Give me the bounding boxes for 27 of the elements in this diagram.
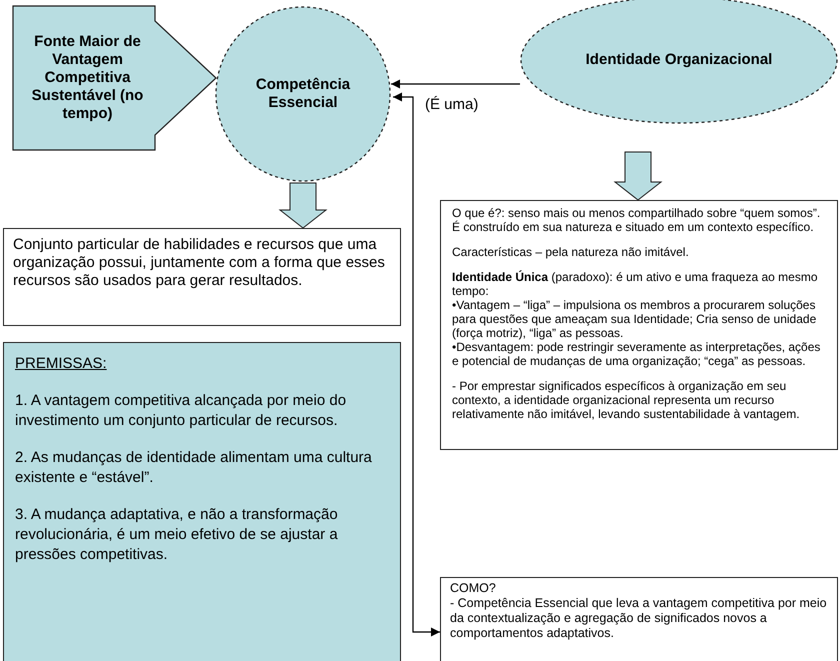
- paragraph: •Vantagem – “liga” – impulsiona os membros a procurarem soluções para questões que ameaçam sua Identidade; Cria senso de unidade (força motriz), “liga” as pessoas.: [452, 298, 818, 340]
- premises-panel: [3, 342, 401, 661]
- block-arrow-shape: [12, 5, 217, 151]
- text-box: [440, 200, 838, 450]
- text-box: [440, 577, 838, 661]
- paragraph: 1. A vantagem competitiva alcançada por meio do investimento um conjunto particular de recursos.: [15, 391, 348, 431]
- paragraph: - Competência Essencial que leva a vantagem competitiva por meio da contextualização e agregação de significados novos a comportamentos adaptativos.: [450, 596, 828, 641]
- edge-label: (É uma): [424, 96, 480, 113]
- paragraph: Conjunto particular de habilidades e recursos que uma organização possui, juntamente com a forma que esses recursos são usados para gerar resultados.: [13, 236, 386, 290]
- heading: PREMISSAS:: [15, 354, 108, 374]
- paragraph: - Por emprestar significados específicos à organização em seu contexto, a identidade organizacional representa um recurso relativamente não imitável, levando sustentabilidade à vantagem.: [452, 379, 801, 421]
- paragraph: Identidade Única (paradoxo): é um ativo e uma fraqueza ao mesmo tempo:: [452, 270, 818, 298]
- block-arrow: [614, 152, 662, 201]
- arrow: [391, 80, 520, 88]
- text-box: [3, 228, 401, 326]
- node-label: Identidade Organizacional: [586, 51, 772, 69]
- paragraph: COMO?: [450, 581, 497, 596]
- paragraph: Características – pela natureza não imitável.: [452, 245, 690, 259]
- node-label: Fonte Maior de Vantagem Competitiva Sustentável (no tempo): [30, 33, 144, 123]
- paragraph: •Desvantagem: pode restringir severamente as interpretações, ações e potencial de mudanças de uma organização; “cega” as pessoas.: [452, 340, 822, 368]
- paragraph: O que é?: senso mais ou menos compartilhado sobre “quem somos”. É construído em sua natureza e situado em um contexto específico.: [452, 206, 822, 234]
- paragraph: 3. A mudança adaptativa, e não a transformação revolucionária, é um meio efetivo de se ajustar a pressões competitivas.: [15, 505, 339, 565]
- dashed-circle: [215, 6, 391, 182]
- block-arrow: [278, 182, 328, 229]
- arrow: [393, 92, 440, 636]
- node-label: Competência Essencial: [254, 76, 352, 112]
- paragraph: 2. As mudanças de identidade alimentam uma cultura existente e “estável”.: [15, 448, 373, 488]
